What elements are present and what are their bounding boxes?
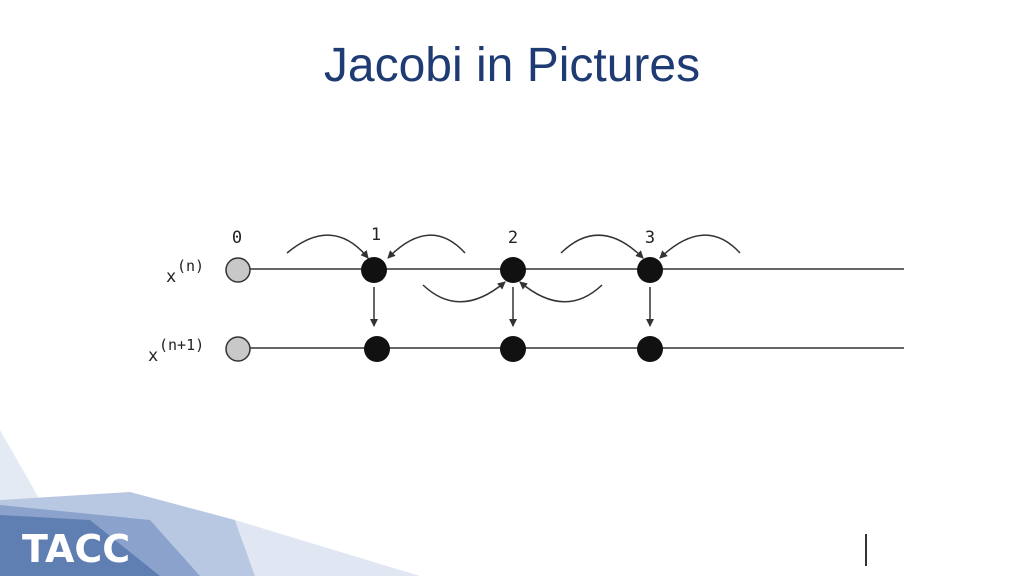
arrow-4-to-3 <box>659 234 741 259</box>
node-row-n1-0 <box>225 336 251 362</box>
node-row-n-3 <box>637 257 663 283</box>
node-label-3: 3 <box>645 228 655 248</box>
node-label-0: 0 <box>232 228 242 248</box>
node-label-1: 1 <box>371 225 381 245</box>
page-marker <box>865 534 867 566</box>
node-label-2: 2 <box>508 228 518 248</box>
arrow-2-to-3 <box>560 234 644 259</box>
node-row-n-1 <box>361 257 387 283</box>
arrow-0-to-1 <box>286 234 369 259</box>
node-row-n-2 <box>500 257 526 283</box>
row-label-n1-superscript: (n+1) <box>159 336 204 354</box>
row-label-n-superscript: (n) <box>177 257 204 275</box>
node-row-n1-3 <box>637 336 663 362</box>
node-row-n1-1 <box>364 336 390 362</box>
arrow-3-to-2 <box>519 281 603 303</box>
node-row-n-0 <box>225 257 251 283</box>
node-row-n1-2 <box>500 336 526 362</box>
arrow-2-to-1 <box>387 234 466 259</box>
arrow-1-to-2 <box>422 281 506 303</box>
row-label-n1-base: x <box>148 346 158 366</box>
slide-title: Jacobi in Pictures <box>323 39 701 92</box>
tacc-logo-text: TACC <box>22 527 130 571</box>
row-label-n-base: x <box>166 267 176 287</box>
